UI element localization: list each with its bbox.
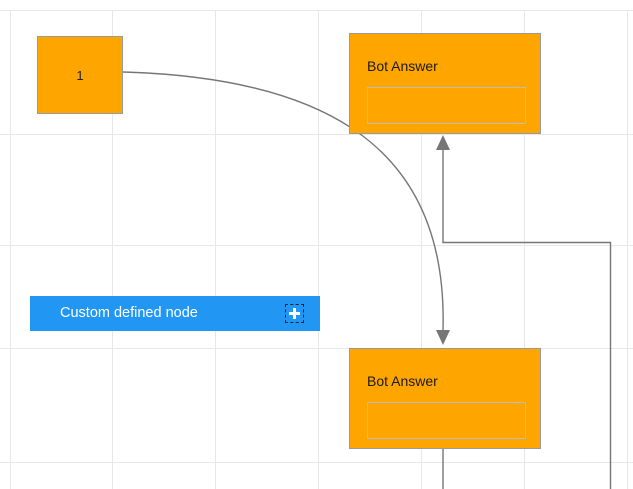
bot-answer-bottom-message-slot[interactable]	[367, 402, 526, 439]
custom-defined-node-label: Custom defined node	[60, 305, 198, 322]
bot-answer-top-title: Bot Answer	[367, 58, 438, 74]
edge-node1-to-bot-bottom[interactable]	[122, 71, 450, 345]
flow-node-1[interactable]: 1	[37, 36, 123, 114]
custom-defined-node-button[interactable]: Custom defined node	[30, 296, 320, 331]
flow-node-bot-answer-bottom[interactable]: Bot Answer	[349, 348, 541, 449]
flow-node-bot-answer-top[interactable]: Bot Answer	[349, 33, 541, 134]
bot-answer-bottom-title: Bot Answer	[367, 373, 438, 389]
bot-answer-top-message-slot[interactable]	[367, 87, 526, 124]
plus-icon[interactable]	[285, 304, 304, 323]
flow-node-1-label: 1	[76, 67, 84, 83]
edge-bot-bottom-to-bot-top[interactable]	[436, 135, 612, 489]
